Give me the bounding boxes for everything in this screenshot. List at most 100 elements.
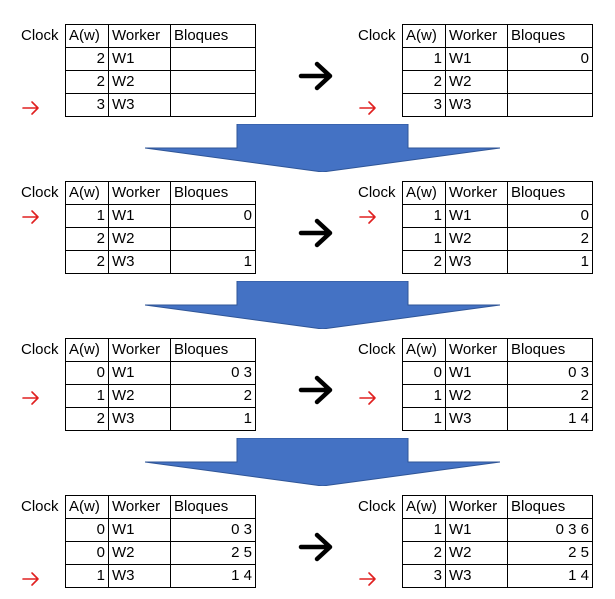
cell-aw: 0 [65, 541, 109, 565]
cell-worker: W2 [445, 70, 508, 94]
cell-bloques: 2 5 [507, 541, 593, 565]
cell-bloques: 1 4 [507, 564, 593, 588]
header-aw: A(w) [65, 181, 109, 205]
red-arrow-icon [21, 567, 41, 591]
header-aw: A(w) [402, 495, 446, 519]
header-aw: A(w) [65, 24, 109, 48]
header-bloques: Bloques [507, 495, 593, 519]
cell-worker: W1 [108, 361, 171, 385]
clock-label: Clock [358, 27, 396, 44]
cell-aw: 1 [65, 564, 109, 588]
cell-aw: 2 [402, 70, 446, 94]
clock-label: Clock [21, 184, 59, 201]
red-arrow-icon [21, 386, 41, 410]
red-arrow-icon [358, 386, 378, 410]
red-arrow-icon [358, 96, 378, 120]
right-arrow-icon [296, 373, 336, 407]
cell-bloques: 0 [170, 204, 256, 228]
cell-aw: 2 [402, 250, 446, 274]
cell-worker: W1 [108, 47, 171, 71]
cell-bloques [170, 93, 256, 117]
cell-aw: 1 [402, 518, 446, 542]
red-arrow-icon [21, 96, 41, 120]
cell-aw: 3 [402, 93, 446, 117]
clock-label: Clock [358, 498, 396, 515]
cell-worker: W3 [108, 93, 171, 117]
cell-worker: W3 [445, 564, 508, 588]
cell-aw: 1 [65, 384, 109, 408]
cell-aw: 0 [65, 518, 109, 542]
cell-aw: 0 [65, 361, 109, 385]
cell-worker: W1 [108, 518, 171, 542]
cell-worker: W1 [445, 204, 508, 228]
red-arrow-icon [358, 205, 378, 229]
down-arrow-icon [144, 280, 501, 330]
cell-worker: W2 [108, 384, 171, 408]
header-bloques: Bloques [507, 24, 593, 48]
cell-bloques: 1 [507, 250, 593, 274]
cell-worker: W3 [108, 564, 171, 588]
cell-worker: W2 [108, 227, 171, 251]
cell-bloques: 1 4 [507, 407, 593, 431]
cell-bloques [170, 47, 256, 71]
cell-bloques: 1 [170, 250, 256, 274]
header-worker: Worker [108, 24, 171, 48]
cell-aw: 1 [402, 227, 446, 251]
down-arrow-icon [144, 437, 501, 487]
cell-bloques [507, 93, 593, 117]
header-worker: Worker [108, 495, 171, 519]
cell-bloques: 0 [507, 47, 593, 71]
cell-worker: W3 [445, 407, 508, 431]
cell-bloques: 2 [507, 384, 593, 408]
cell-worker: W1 [445, 518, 508, 542]
header-aw: A(w) [65, 338, 109, 362]
cell-worker: W2 [108, 70, 171, 94]
down-arrow-icon [144, 123, 501, 173]
cell-worker: W3 [445, 93, 508, 117]
cell-aw: 2 [65, 407, 109, 431]
header-aw: A(w) [402, 24, 446, 48]
clock-label: Clock [358, 341, 396, 358]
cell-bloques: 0 [507, 204, 593, 228]
header-worker: Worker [445, 24, 508, 48]
cell-bloques: 1 [170, 407, 256, 431]
cell-bloques: 0 3 [507, 361, 593, 385]
header-bloques: Bloques [170, 24, 256, 48]
cell-aw: 1 [402, 384, 446, 408]
cell-bloques: 0 3 [170, 518, 256, 542]
cell-aw: 1 [65, 204, 109, 228]
cell-aw: 1 [402, 47, 446, 71]
cell-worker: W1 [108, 204, 171, 228]
cell-aw: 2 [402, 541, 446, 565]
header-aw: A(w) [65, 495, 109, 519]
cell-bloques: 2 [507, 227, 593, 251]
